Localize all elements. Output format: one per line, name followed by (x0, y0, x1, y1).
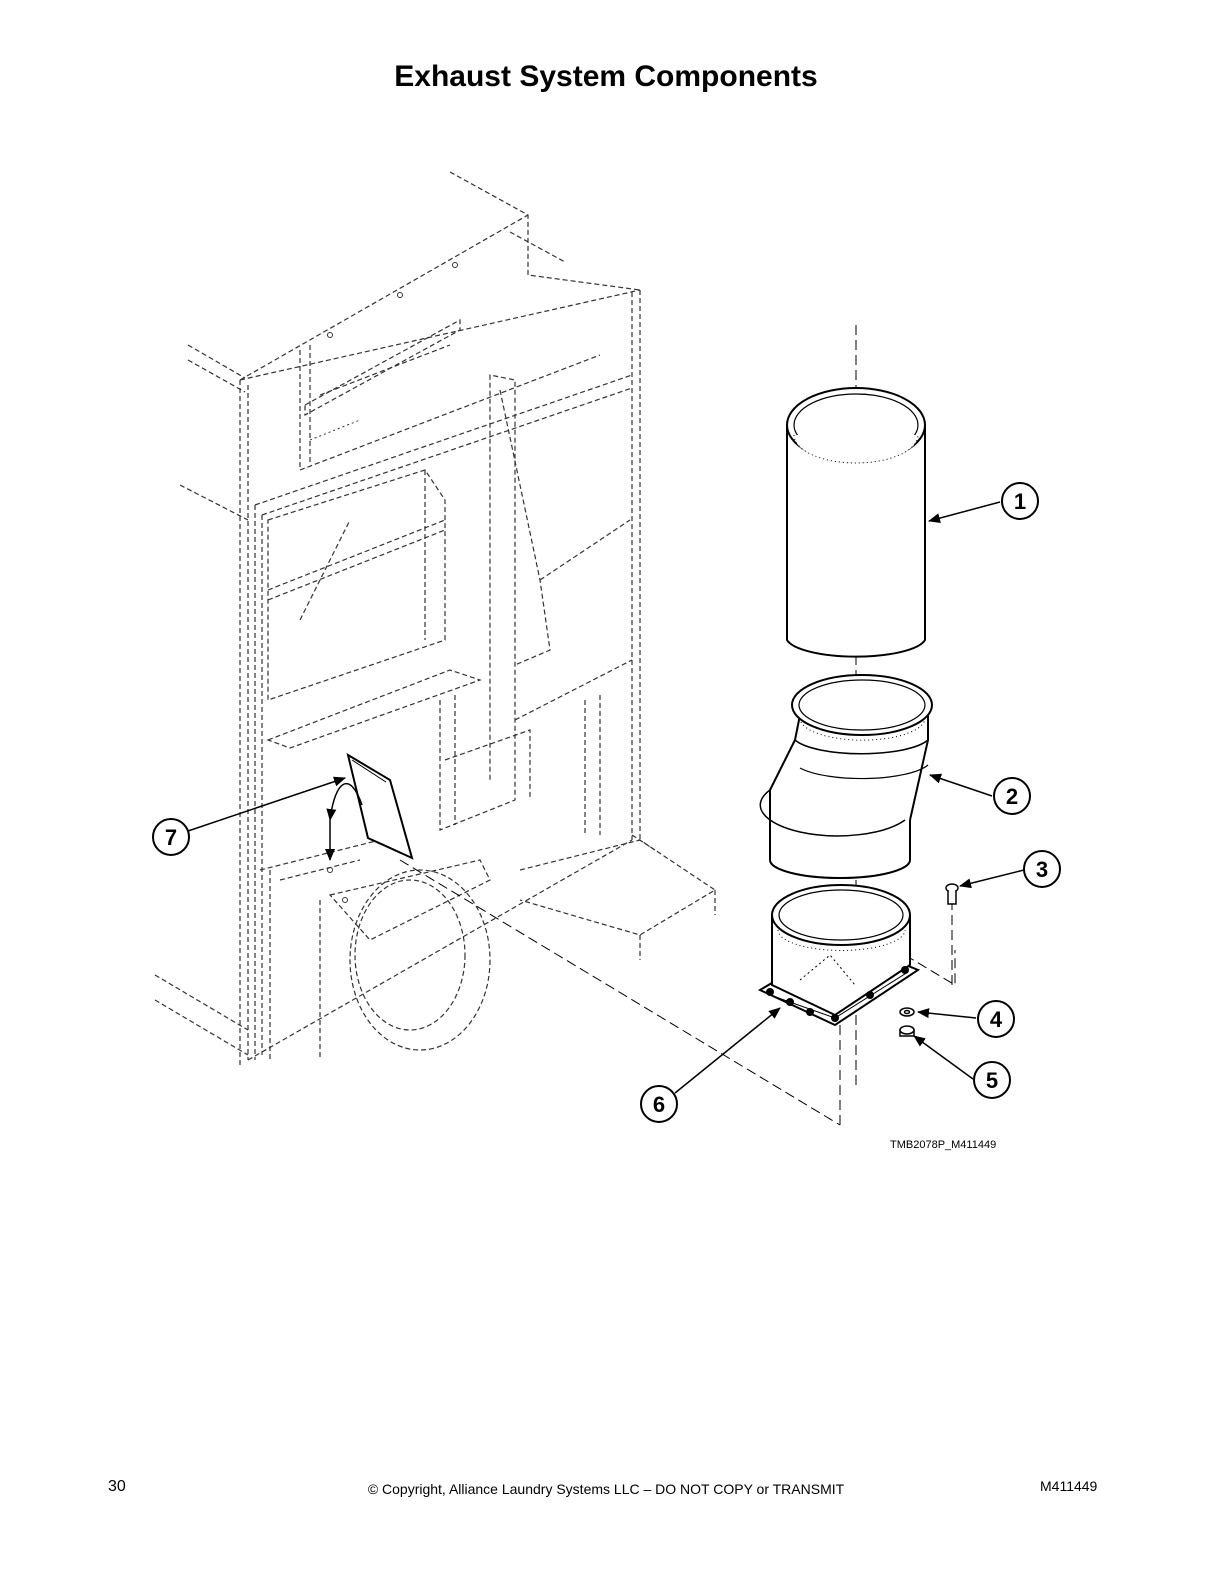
part-elbow (759, 674, 933, 879)
callout-4-label: 4 (990, 1007, 1003, 1032)
callout-3: 3 (1023, 850, 1061, 888)
callout-7: 7 (152, 818, 190, 856)
page-number: 30 (108, 1478, 126, 1495)
callout-2: 2 (993, 777, 1031, 815)
part-transition-flange (757, 884, 921, 1027)
callout-7-label: 7 (165, 825, 177, 850)
callout-1: 1 (1001, 482, 1039, 520)
part-screw (945, 883, 959, 905)
figure-id: TMB2078P_M411449 (890, 1139, 996, 1151)
dryer-cabinet-outline (154, 171, 717, 1065)
part-nut (899, 1025, 915, 1037)
callout-4: 4 (977, 1000, 1015, 1038)
part-straight-duct (786, 387, 926, 658)
cabinet-fasteners (309, 262, 458, 903)
page-title: Exhaust System Components (394, 60, 818, 93)
part-washer (899, 1007, 915, 1017)
leader-lines (187, 501, 1025, 1094)
callout-2-label: 2 (1006, 784, 1018, 809)
callout-3-label: 3 (1036, 857, 1048, 882)
callout-5: 5 (973, 1061, 1011, 1099)
callout-6-label: 6 (653, 1092, 665, 1117)
callout-6: 6 (640, 1085, 678, 1123)
copyright-notice: © Copyright, Alliance Laundry Systems LL… (367, 1481, 845, 1497)
document-number: M411449 (1040, 1478, 1098, 1494)
callout-1-label: 1 (1014, 489, 1026, 514)
callout-5-label: 5 (986, 1068, 998, 1093)
part-damper-plate (325, 752, 414, 861)
